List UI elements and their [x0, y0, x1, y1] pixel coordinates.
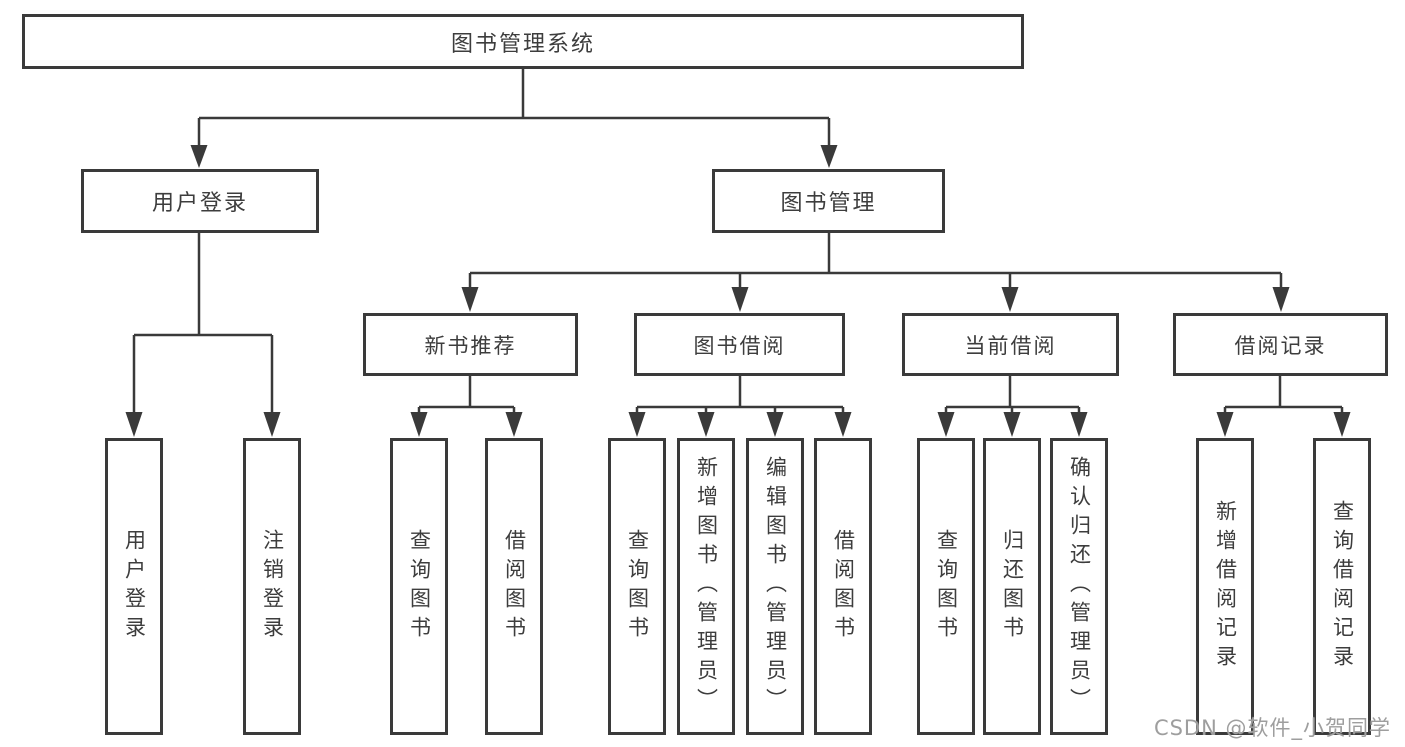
node-current-borrow: 当前借阅	[902, 313, 1119, 376]
leaf-add-book-admin: 新增图书（管理员）	[677, 438, 735, 735]
node-book-borrow: 图书借阅	[634, 313, 845, 376]
node-borrow-record: 借阅记录	[1173, 313, 1388, 376]
leaf-query-book-2: 查询图书	[608, 438, 666, 735]
node-book-management: 图书管理	[712, 169, 945, 233]
leaf-confirm-return-admin: 确认归还（管理员）	[1050, 438, 1108, 735]
leaf-borrow-book-2: 借阅图书	[814, 438, 872, 735]
node-user-login: 用户登录	[81, 169, 319, 233]
leaf-return-book: 归还图书	[983, 438, 1041, 735]
node-root: 图书管理系统	[22, 14, 1024, 69]
leaf-query-book-1: 查询图书	[390, 438, 448, 735]
leaf-query-book-3: 查询图书	[917, 438, 975, 735]
leaf-edit-book-admin: 编辑图书（管理员）	[746, 438, 804, 735]
node-new-book-recommend: 新书推荐	[363, 313, 578, 376]
csdn-watermark: CSDN @软件_小贺同学	[1153, 716, 1391, 740]
leaf-add-borrow-record: 新增借阅记录	[1196, 438, 1254, 735]
arrowheads	[125, 145, 1351, 437]
leaf-query-borrow-record: 查询借阅记录	[1313, 438, 1371, 735]
leaf-user-login: 用户登录	[105, 438, 163, 735]
leaf-logout: 注销登录	[243, 438, 301, 735]
leaf-borrow-book-1: 借阅图书	[485, 438, 543, 735]
